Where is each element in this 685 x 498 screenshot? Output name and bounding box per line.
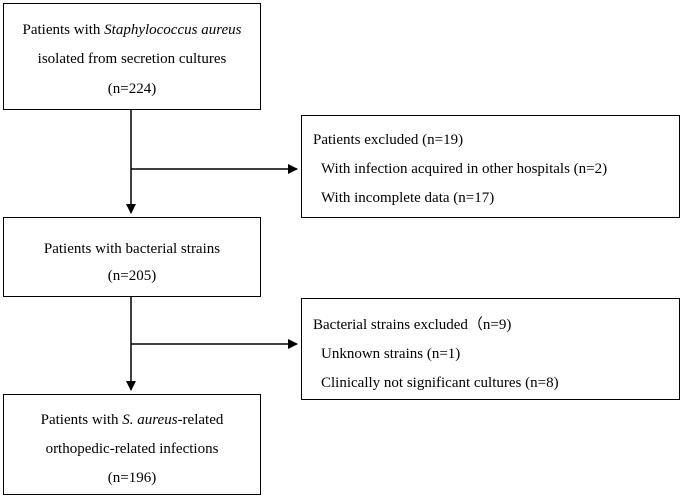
excluded2-item1: Unknown strains (n=1) <box>321 346 461 362</box>
excluded1-title: Patients excluded (n=19) <box>313 132 464 148</box>
box1-line3: (n=224) <box>107 81 157 97</box>
box-initial-patients: Patients with Staphylococcus aureus isol… <box>3 3 261 110</box>
box-final-patients: Patients with S. aureus-related orthoped… <box>3 394 261 495</box>
excluded1-item1: With infection acquired in other hospita… <box>321 161 608 177</box>
box1-line2: isolated from secretion cultures <box>37 51 227 67</box>
box2-line2: (n=205) <box>107 268 157 284</box>
box3-line2: orthopedic-related infections <box>45 441 219 457</box>
box-patients-excluded: Patients excluded (n=19) With infection … <box>301 115 680 218</box>
box3-line1: Patients with S. aureus-related <box>40 412 224 428</box>
box2-line1: Patients with bacterial strains <box>43 241 221 257</box>
box-bacterial-strains: Patients with bacterial strains (n=205) <box>3 217 261 297</box>
box-strains-excluded: Bacterial strains excluded（n=9) Unknown … <box>301 298 680 400</box>
excluded2-item2: Clinically not significant cultures (n=8… <box>321 375 559 391</box>
box3-line3: (n=196) <box>107 470 157 486</box>
box1-line1: Patients with Staphylococcus aureus <box>22 22 242 38</box>
excluded1-item2: With incomplete data (n=17) <box>321 190 495 206</box>
excluded2-title: Bacterial strains excluded（n=9) <box>313 317 512 333</box>
